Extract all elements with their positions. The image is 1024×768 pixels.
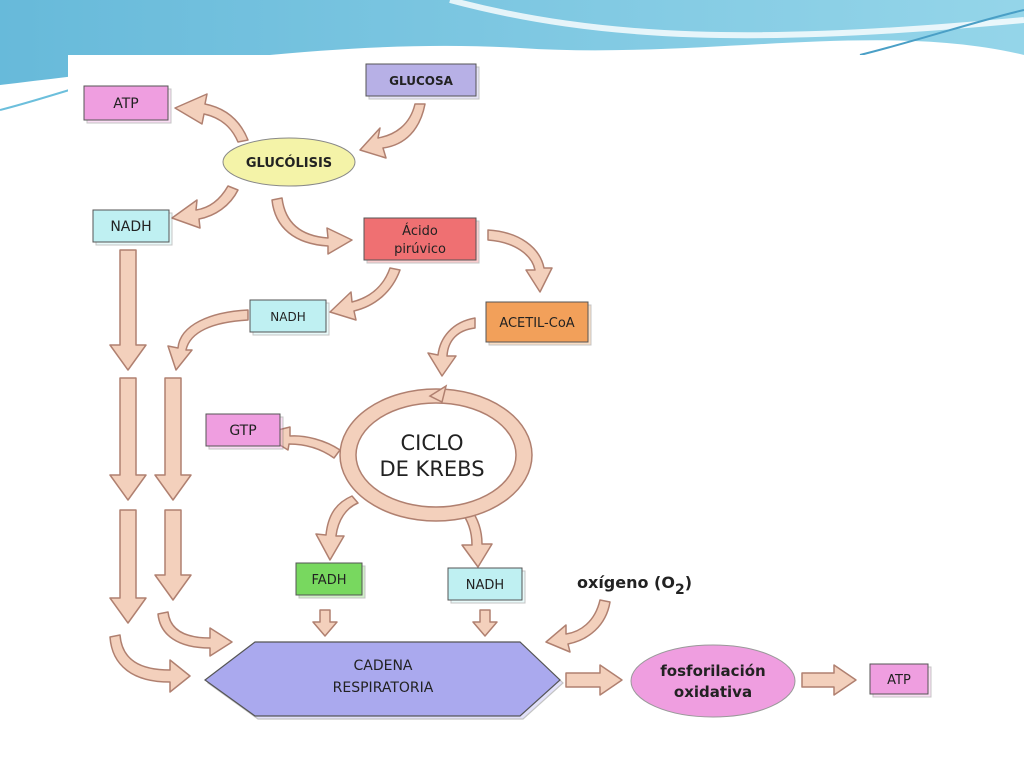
node-fadh — [295, 562, 363, 596]
arrow-glucolisis-acido — [271, 197, 353, 255]
arrow-col2-seg1 — [154, 377, 192, 501]
fosfo-ellipse — [630, 644, 796, 718]
arrow-col2-seg2 — [154, 509, 192, 601]
node-nadh-1 — [92, 209, 170, 243]
arrow-col1-seg3 — [109, 509, 147, 624]
oxigeno-label-prefix: oxígeno (O — [577, 573, 675, 592]
arrow-acido-nadh2 — [329, 267, 401, 321]
nadh-3-box — [447, 567, 523, 601]
top-wave-band — [0, 0, 1024, 85]
arrow-cadena-fosfo — [565, 664, 623, 696]
arrow-col1-seg1 — [109, 249, 147, 371]
fosfo-label-line2: oxidativa — [674, 683, 752, 701]
arrow-glucolisis-nadh1 — [171, 185, 239, 229]
node-gtp — [205, 413, 281, 447]
fadh-label: FADH — [312, 573, 347, 588]
oxigeno-label: oxígeno (O2) — [577, 573, 692, 598]
fadh-box — [295, 562, 363, 596]
atp-bottom-box — [869, 663, 929, 695]
glucolisis-label: GLUCÓLISIS — [246, 155, 332, 171]
acetil-label: ACETIL-CoA — [499, 316, 574, 331]
arrow-glucolisis-atp — [174, 93, 249, 143]
arrow-fadh-cadena — [312, 609, 338, 637]
node-fosfo — [630, 644, 796, 718]
arrow-krebs-fadh — [315, 495, 359, 561]
krebs-ring-arrowhead — [428, 384, 448, 404]
node-nadh-2 — [249, 299, 327, 333]
node-nadh-3 — [447, 567, 523, 601]
arrows — [109, 93, 857, 696]
krebs-label-line2: DE KREBS — [379, 457, 484, 481]
glucolisis-ellipse — [222, 137, 356, 187]
cadena-hexagon — [203, 641, 561, 717]
arrow-nadh2-column — [167, 309, 249, 371]
atp-bottom-label: ATP — [887, 673, 911, 688]
arrow-fosfo-atp — [801, 664, 857, 696]
arrow-col1-cadena — [109, 634, 191, 693]
arrow-col1-seg2 — [109, 377, 147, 501]
oxigeno-label-subscript: 2 — [675, 582, 685, 598]
arrow-acido-acetil — [487, 229, 553, 293]
top-wave-highlight — [449, 0, 1024, 39]
cadena-label-line1: CADENA — [353, 658, 412, 674]
nadh-2-label: NADH — [270, 310, 305, 324]
acetil-box — [485, 301, 589, 343]
arrow-col2-cadena — [157, 611, 233, 657]
arrow-nadh3-cadena — [472, 609, 498, 637]
acido-label-line1: Ácido — [402, 223, 438, 239]
arrow-oxigeno-cadena — [545, 599, 611, 653]
krebs-ring-inner — [355, 402, 517, 508]
gtp-box — [205, 413, 281, 447]
node-glucolisis — [222, 137, 356, 187]
node-atp-top — [83, 85, 169, 121]
cadena-label-line2: RESPIRATORIA — [333, 680, 434, 696]
nadh-1-box — [92, 209, 170, 243]
nadh-2-box — [249, 299, 327, 333]
arrow-acetil-krebs — [427, 317, 476, 377]
node-acetil — [485, 301, 589, 343]
oxigeno-label-suffix: ) — [685, 573, 692, 592]
acido-label-line2: pirúvico — [394, 242, 446, 257]
krebs-label-line1: CICLO — [401, 431, 464, 455]
nadh-1-label: NADH — [110, 219, 151, 235]
node-glucosa — [365, 63, 477, 97]
nadh-3-label: NADH — [466, 578, 504, 593]
glucosa-box — [365, 63, 477, 97]
gtp-label: GTP — [229, 423, 256, 439]
atp-top-box — [83, 85, 169, 121]
atp-top-label: ATP — [113, 96, 138, 112]
krebs-ring: CICLO DE KREBS — [339, 384, 533, 522]
node-cadena — [203, 641, 561, 717]
arrow-glucosa-glucolisis — [359, 103, 426, 159]
acido-box — [363, 217, 477, 261]
right-swoosh — [859, 9, 1024, 56]
node-atp-bottom — [869, 663, 929, 695]
glucosa-label: GLUCOSA — [389, 74, 453, 88]
fosfo-label-line1: fosforilación — [660, 662, 765, 680]
node-acido — [363, 217, 477, 261]
